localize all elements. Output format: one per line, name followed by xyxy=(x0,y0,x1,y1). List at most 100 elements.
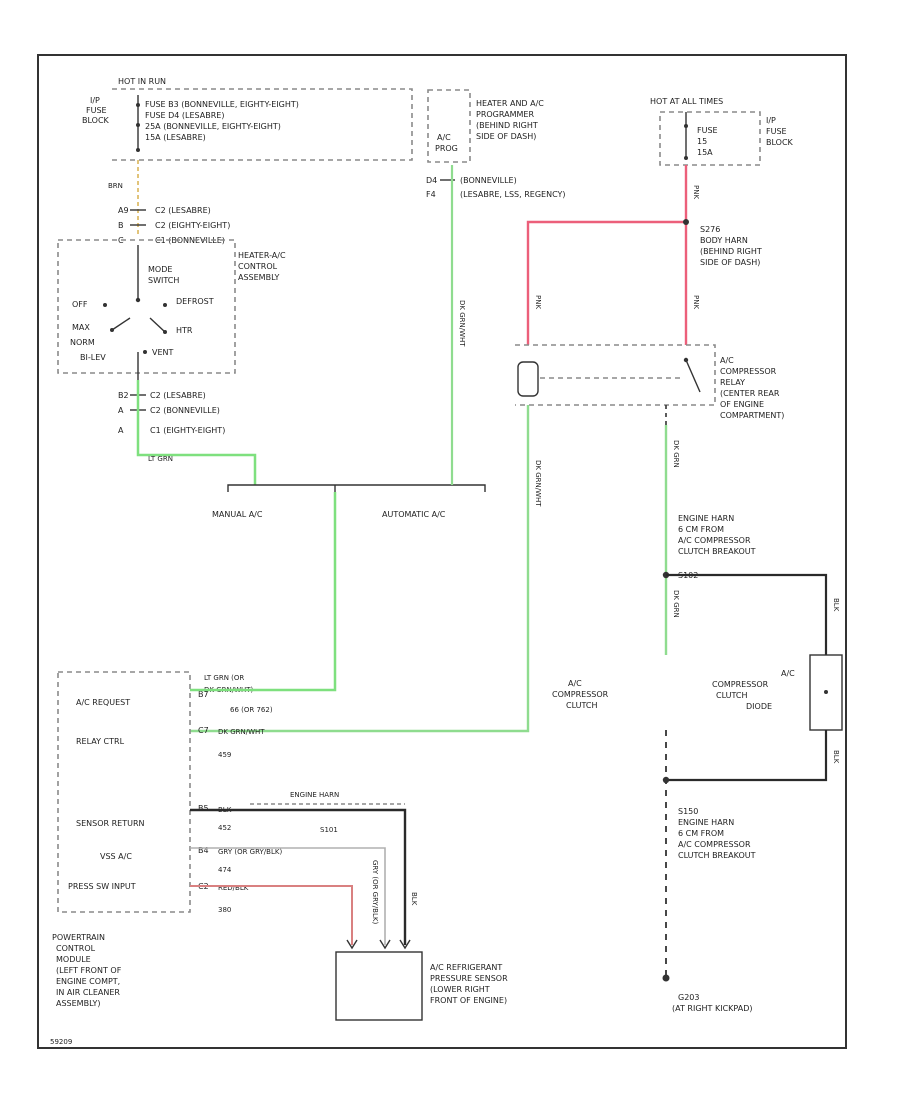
s276-label-1: S276 xyxy=(700,225,720,234)
fuse-right-1: FUSE xyxy=(697,126,718,135)
blk-label-2: BLK xyxy=(832,750,840,764)
conn2-pin-b2: B2 xyxy=(118,391,129,400)
pcm-pin-press-sw: PRESS SW INPUT xyxy=(68,882,136,891)
pin-b4: B4 xyxy=(198,846,209,855)
dk-grn-mid-label: DK GRN xyxy=(672,590,680,618)
conn-pin-a9: A9 xyxy=(118,206,129,215)
s276-label-2: BODY HARN xyxy=(700,236,748,245)
brn-wire-label: BRN xyxy=(108,182,123,190)
ip-fuse-block-right-3: BLOCK xyxy=(766,138,794,147)
fuse-left-line-4: 15A (LESABRE) xyxy=(145,133,206,142)
blk-wire-diode-bottom xyxy=(666,730,828,782)
programmer-label-2: PROGRAMMER xyxy=(476,110,534,119)
relay-contact xyxy=(685,359,701,393)
pcm-label-6: IN AIR CLEANER xyxy=(56,988,120,997)
fuse-right-3: 15A xyxy=(697,148,713,157)
s276-label-4: SIDE OF DASH) xyxy=(700,258,760,267)
pcm-box xyxy=(57,671,191,913)
programmer-label-1: HEATER AND A/C xyxy=(476,99,544,108)
engine-harn-top-3: A/C COMPRESSOR xyxy=(678,536,751,545)
circuit-press-sw: 380 xyxy=(218,906,231,914)
prog-pin-d4: D4 xyxy=(426,176,437,185)
diode-label-1: A/C xyxy=(781,669,795,678)
splice-s276-dot xyxy=(683,219,689,225)
manual-ac-label: MANUAL A/C xyxy=(212,510,263,519)
pcm-pin-sensor-return: SENSOR RETURN xyxy=(76,819,145,828)
pcm-pin-relay-ctrl: RELAY CTRL xyxy=(76,737,125,746)
relay-label-4: (CENTER REAR xyxy=(720,389,780,398)
dk-grn-short-label: DK GRN xyxy=(672,440,680,468)
pin-b7: B7 xyxy=(198,690,209,699)
s276-label-3: (BEHIND RIGHT xyxy=(700,247,762,256)
relay-label-1: A/C xyxy=(720,356,734,365)
pnk-label-3: PNK xyxy=(534,295,542,309)
vertical-wire-blk: BLK xyxy=(410,892,418,906)
pnk-wire-branch xyxy=(526,220,686,345)
blk-wire-diode-top xyxy=(666,573,828,655)
fuse-block-left-box xyxy=(112,88,413,161)
circuit-relay-ctrl: 459 xyxy=(218,751,231,759)
prog-label-1: A/C xyxy=(437,133,451,142)
diode-label-2: COMPRESSOR xyxy=(712,680,769,689)
diode-label-4: DIODE xyxy=(746,702,772,711)
s150-label-1: S150 xyxy=(678,807,698,816)
conn-label-c: C1 (BONNEVILLE) xyxy=(155,236,225,245)
pcm-label-5: ENGINE COMPT, xyxy=(56,977,120,986)
wire-ac-request-1: LT GRN (OR xyxy=(204,674,244,682)
fuse-block-right-box xyxy=(659,111,761,166)
s150-label-4: A/C COMPRESSOR xyxy=(678,840,751,849)
heater-ac-programmer: A/C PROG HEATER AND A/C PROGRAMMER (BEHI… xyxy=(426,89,566,199)
sensor-label-2: PRESSURE SENSOR xyxy=(430,974,508,983)
conn-label-a9: C2 (LESABRE) xyxy=(155,206,211,215)
relay-label-3: RELAY xyxy=(720,378,745,387)
pin-b5: B5 xyxy=(198,804,209,813)
pnk-label-2: PNK xyxy=(692,295,700,309)
sensor-label-1: A/C REFRIGERANT xyxy=(430,963,502,972)
programmer-box xyxy=(427,89,471,163)
fuse-left-line-2: FUSE D4 (LESABRE) xyxy=(145,111,224,120)
fuse-right-2: 15 xyxy=(697,137,707,146)
circuit-vss: 474 xyxy=(218,866,232,874)
splice-s150-dot xyxy=(662,776,670,784)
ac-compressor-relay: A/C COMPRESSOR RELAY (CENTER REAR OF ENG… xyxy=(515,344,784,420)
wire-press-sw: RED/BLK xyxy=(218,884,249,892)
switch-pos-defrost: DEFROST xyxy=(176,297,214,306)
wire-vss: GRY (OR GRY/BLK) xyxy=(218,848,282,856)
engine-harn-top-1: ENGINE HARN xyxy=(678,514,734,523)
option-bracket xyxy=(227,484,486,492)
switch-pos-htr: HTR xyxy=(176,326,193,335)
sensor-box xyxy=(335,951,423,1021)
left-connectors-top: A9 C2 (LESABRE) B C2 (EIGHTY-EIGHT) C C1… xyxy=(118,206,230,245)
relay-label-5: OF ENGINE xyxy=(720,400,764,409)
dk-grn-relay-label: DK GRN/WHT xyxy=(534,460,542,507)
fuse-left-line-3: 25A (BONNEVILLE, EIGHTY-EIGHT) xyxy=(145,122,281,131)
mode-switch-label-2: SWITCH xyxy=(148,276,179,285)
circuit-ac-request: 66 (OR 762) xyxy=(230,706,273,714)
programmer-label-3: (BEHIND RIGHT xyxy=(476,121,538,130)
s150-label-5: CLUTCH BREAKOUT xyxy=(678,851,756,860)
g203-label-2: (AT RIGHT KICKPAD) xyxy=(672,1004,752,1013)
ip-fuse-block-label-2: FUSE xyxy=(86,106,107,115)
engine-harn-splice-label: ENGINE HARN xyxy=(290,791,339,799)
s150-label-2: ENGINE HARN xyxy=(678,818,734,827)
relay-label-2: COMPRESSOR xyxy=(720,367,777,376)
conn2-pin-a: A xyxy=(118,406,124,415)
pnk-label-1: PNK xyxy=(692,185,700,199)
diagram-frame xyxy=(37,54,847,1049)
ac-compressor-clutch-diode: A/C COMPRESSOR CLUTCH DIODE xyxy=(712,654,843,731)
sensor-label-4: FRONT OF ENGINE) xyxy=(430,996,507,1005)
switch-pos-max: MAX xyxy=(72,323,90,332)
control-assembly-label-2: CONTROL xyxy=(238,262,278,271)
conn-label-b: C2 (EIGHTY-EIGHT) xyxy=(155,221,230,230)
engine-harn-top-4: CLUTCH BREAKOUT xyxy=(678,547,756,556)
conn2-label-a2: C1 (EIGHTY-EIGHT) xyxy=(150,426,225,435)
splice-s101-label: S101 xyxy=(320,826,338,834)
sensor-label-3: (LOWER RIGHT xyxy=(430,985,490,994)
pcm-pin-ac-request: A/C REQUEST xyxy=(76,698,130,707)
clutch-label-3: CLUTCH xyxy=(566,701,598,710)
s150-label-3: 6 CM FROM xyxy=(678,829,724,838)
clutch-label-1: A/C xyxy=(568,679,582,688)
lt-grn-wire-label: LT GRN xyxy=(148,455,173,463)
control-assembly-box xyxy=(57,239,236,374)
sensor-return-blk-wire xyxy=(190,808,407,945)
